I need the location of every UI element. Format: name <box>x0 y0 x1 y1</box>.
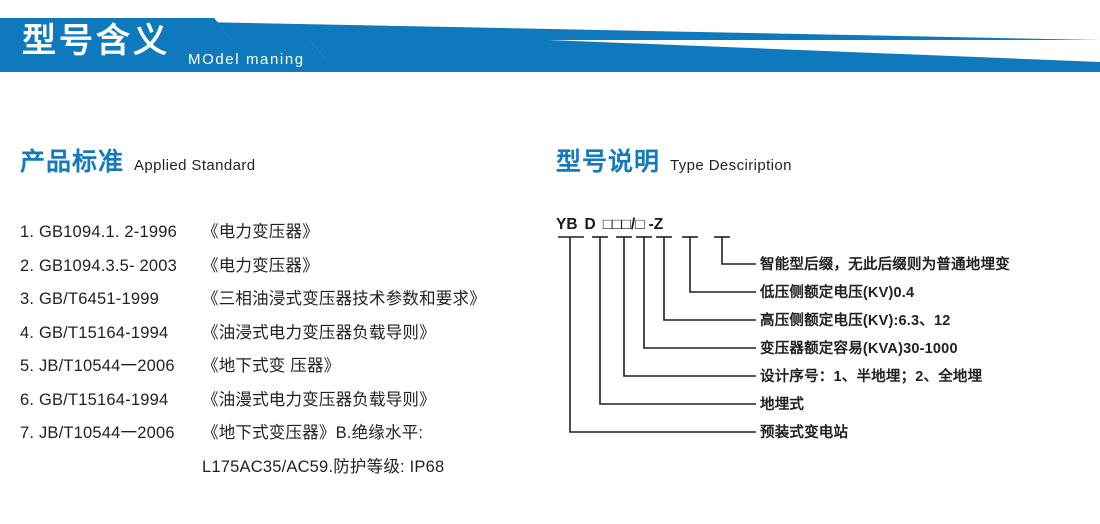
model-code-part: Z <box>653 216 664 233</box>
model-label: 变压器额定容易(KVA)30-1000 <box>760 341 958 357</box>
page-banner: 型号含义 MOdel maning <box>0 0 1100 95</box>
standard-item: 1. GB1094.1. 2-1996 《电力变压器》 <box>20 216 550 250</box>
banner-title-cn: 型号含义 <box>22 22 170 60</box>
section-heading-cn: 型号说明 <box>556 148 661 176</box>
standard-code: 4. GB/T15164-1994 <box>20 323 169 342</box>
standard-code: 6. GB/T15164-1994 <box>20 390 169 409</box>
model-code-part: / <box>630 216 636 233</box>
standard-code: 7. JB/T10544一2006 <box>20 424 175 442</box>
standard-item: 6. GB/T15164-1994 《油漫式电力变压器负载导则》 <box>20 384 550 418</box>
banner-title-en: MOdel maning <box>188 51 305 68</box>
model-code-part: □ <box>621 216 631 233</box>
banner-shape <box>0 18 1100 72</box>
model-label: 智能型后缀，无此后缀则为普通地埋变 <box>760 257 1010 273</box>
standard-item: 3. GB/T6451-1999 《三相油浸式变压器技术参数和要求》 <box>20 283 550 317</box>
model-label: 低压侧额定电压(KV)0.4 <box>760 285 915 301</box>
model-label: 设计序号：1、半地埋；2、全地埋 <box>760 369 983 385</box>
standard-item: 4. GB/T15164-1994 《油浸式电力变压器负载导则》 <box>20 317 550 351</box>
model-code-part: □ <box>602 216 613 233</box>
standard-item: 2. GB1094.3.5- 2003 《电力变压器》 <box>20 250 550 284</box>
standards-list: 1. GB1094.1. 2-1996 《电力变压器》 2. GB1094.3.… <box>20 216 550 484</box>
model-label: 预装式变电站 <box>760 425 849 441</box>
section-heading-applied-standard: 产品标准 Applied Standard <box>20 142 256 178</box>
standard-title: L175AC35/AC59.防护等级: IP68 <box>202 457 445 476</box>
model-code-part: - <box>648 216 654 233</box>
standard-title: 《油漫式电力变压器负载导则》 <box>202 390 436 409</box>
model-code-part: YB <box>556 216 578 233</box>
standard-item: 7. JB/T10544一2006 《地下式变压器》B.绝缘水平: <box>20 417 550 451</box>
section-heading-type-description: 型号说明 Type Desciription <box>556 142 792 178</box>
model-code-part: □ <box>612 216 622 233</box>
section-heading-en: Type Desciription <box>670 157 792 174</box>
model-code-part: □ <box>635 216 645 233</box>
standard-title: 《三相油浸式变压器技术参数和要求》 <box>202 290 486 308</box>
model-code-row: YB D □□□/□ -Z <box>556 216 663 234</box>
standard-item: 5. JB/T10544一2006 《地下式变 压器》 <box>20 350 550 384</box>
standard-code: 5. JB/T10544一2006 <box>20 357 175 375</box>
standard-title: 《地下式变 压器》 <box>202 357 341 375</box>
standard-title: 《电力变压器》 <box>202 223 319 241</box>
model-label: 高压侧额定电压(KV):6.3、12 <box>760 313 951 329</box>
model-code-part: D <box>584 216 596 233</box>
model-label: 地埋式 <box>760 397 805 413</box>
section-heading-cn: 产品标准 <box>20 148 125 176</box>
standard-code: 1. GB1094.1. 2-1996 <box>20 223 177 241</box>
standard-item-continuation: L175AC35/AC59.防护等级: IP68 <box>20 451 550 485</box>
standard-title: 《电力变压器》 <box>202 256 319 275</box>
standard-code: 2. GB1094.3.5- 2003 <box>20 256 177 275</box>
standard-code <box>20 451 202 485</box>
model-code-diagram: YB D □□□/□ -Z 智能型后缀，无此后缀则为普通地埋变 低压侧额定电压(… <box>556 216 1096 476</box>
section-heading-en: Applied Standard <box>134 157 256 174</box>
standard-title: 《地下式变压器》B.绝缘水平: <box>202 424 424 442</box>
standard-title: 《油浸式电力变压器负载导则》 <box>202 323 436 342</box>
model-connector-lines <box>558 236 756 433</box>
standard-code: 3. GB/T6451-1999 <box>20 290 159 308</box>
